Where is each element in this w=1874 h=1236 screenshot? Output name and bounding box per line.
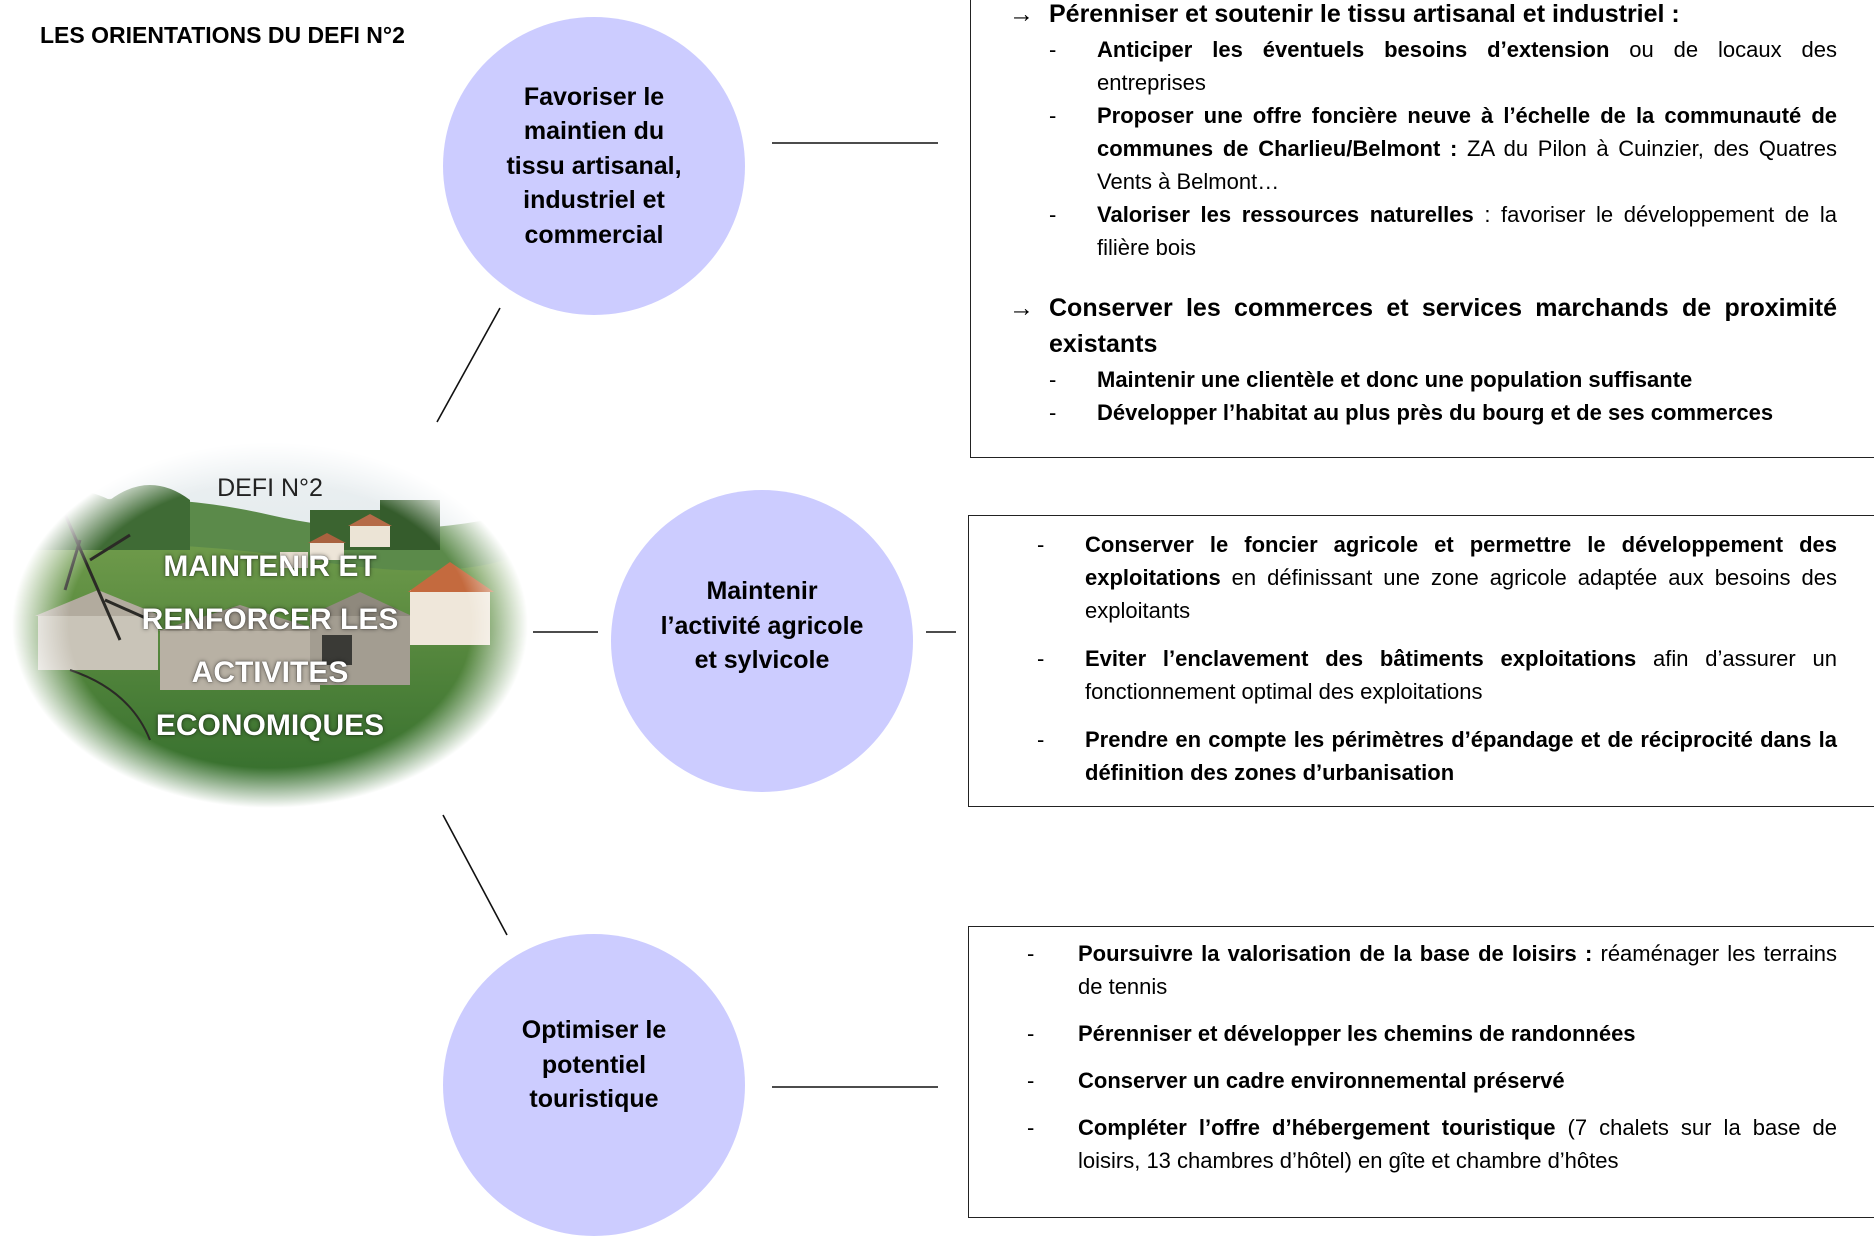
dash-icon: - [1049, 201, 1057, 227]
defi-number-label: DEFI N°2 [217, 474, 323, 502]
defi-title-line: MAINTENIR ET [163, 550, 377, 583]
circle-3-line: potentiel [541, 1050, 647, 1079]
list-item: - Développer l’habitat au plus près du b… [1049, 396, 1837, 429]
dash-icon: - [1037, 727, 1045, 752]
landscape-photo [10, 440, 530, 810]
center-photo-ellipse: DEFI N°2 MAINTENIR ET RENFORCER LES ACTI… [10, 440, 530, 810]
list-item: - Poursuivre la valorisation de la base … [1027, 937, 1837, 1003]
dash-icon: - [1049, 366, 1057, 392]
circle-1-line: industriel et [523, 186, 665, 215]
dash-icon: - [1037, 532, 1045, 557]
connector-center-to-circle3 [442, 814, 508, 936]
defi-title-line: ECONOMIQUES [155, 709, 385, 743]
list-item: - Anticiper les éventuels besoins d’exte… [1049, 33, 1837, 99]
orientation-circle-3: Optimiser le potentiel touristique [443, 934, 745, 1236]
dash-icon: - [1049, 36, 1057, 62]
connector-center-to-circle1 [436, 307, 501, 423]
dash-icon: - [1049, 102, 1057, 128]
arrow-icon: → [1009, 293, 1034, 322]
circle-2-line: l’activité agricole [660, 611, 864, 640]
list-item: - Conserver un cadre environnemental pré… [1027, 1064, 1837, 1097]
dash-icon: - [1027, 941, 1035, 966]
bullet-list: - Anticiper les éventuels besoins d’exte… [1009, 33, 1837, 264]
circle-3-line: touristique [529, 1085, 659, 1114]
list-item: - Proposer une offre foncière neuve à l’… [1049, 99, 1837, 198]
list-item: - Conserver le foncier agricole et perme… [1037, 528, 1837, 627]
dash-icon: - [1049, 399, 1057, 425]
orientation-circle-1: Favoriser le maintien du tissu artisanal… [443, 17, 745, 315]
orientation-box-2: - Conserver le foncier agricole et perme… [968, 515, 1874, 807]
list-item: - Eviter l’enclavement des bâtiments exp… [1037, 642, 1837, 708]
dash-icon: - [1027, 1021, 1035, 1046]
list-item: - Compléter l’offre d’hébergement touris… [1027, 1111, 1837, 1177]
orientation-box-1: → Pérenniser et soutenir le tissu artisa… [970, 0, 1874, 458]
list-item: - Prendre en compte les périmètres d’épa… [1037, 723, 1837, 789]
circle-1-line: Favoriser le [523, 82, 665, 111]
page-title: LES ORIENTATIONS DU DEFI N°2 [40, 22, 405, 48]
circle-3-line: Optimiser le [521, 1016, 667, 1045]
dash-icon: - [1037, 646, 1045, 671]
circle-1-line: tissu artisanal, [506, 151, 682, 180]
dash-icon: - [1027, 1115, 1035, 1140]
list-item: - Pérenniser et développer les chemins d… [1027, 1017, 1837, 1050]
dash-icon: - [1027, 1068, 1035, 1093]
arrow-icon: → [1009, 0, 1034, 28]
group-heading: → Conserver les commerces et services ma… [1009, 290, 1837, 363]
bullet-list: - Maintenir une clientèle et donc une po… [1009, 363, 1837, 429]
group-heading: → Pérenniser et soutenir le tissu artisa… [1009, 0, 1837, 33]
orientation-box-3: - Poursuivre la valorisation de la base … [968, 926, 1874, 1218]
orientation-circle-2: Maintenir l’activité agricole et sylvico… [611, 490, 913, 792]
list-item: - Maintenir une clientèle et donc une po… [1049, 363, 1837, 396]
circle-2-line: Maintenir [706, 577, 818, 606]
circle-1-line: maintien du [523, 117, 665, 146]
list-item: - Valoriser les ressources naturelles : … [1049, 198, 1837, 264]
defi-title-line: RENFORCER LES [141, 603, 399, 637]
circle-2-line: et sylvicole [694, 646, 830, 675]
defi-title: MAINTENIR ET RENFORCER LES ACTIVITES ECO… [10, 540, 530, 752]
circle-1-line: commercial [524, 220, 664, 249]
defi-title-line: ACTIVITES [191, 656, 349, 690]
